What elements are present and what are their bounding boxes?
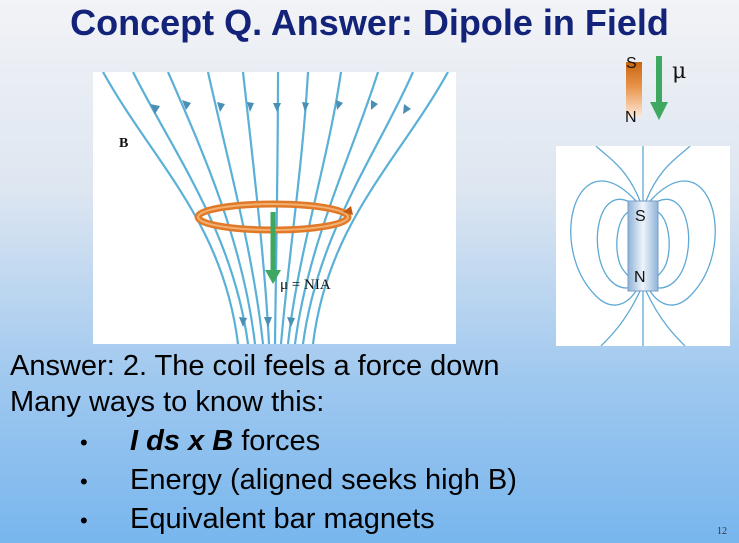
moment-formula-label: μ = NIA xyxy=(280,277,331,293)
field-line xyxy=(102,72,240,344)
legend-mu-symbol: μ xyxy=(672,59,686,84)
legend-bar-magnet xyxy=(626,62,642,117)
bullet-item: • Equivalent bar magnets xyxy=(80,500,517,539)
bullet-glyph: • xyxy=(80,507,88,533)
bullet-item: • Energy (aligned seeks high B) xyxy=(80,461,517,500)
bullet-item: • I ds x B forces xyxy=(80,422,517,461)
ways-line: Many ways to know this: xyxy=(10,386,325,418)
coil-field-figure: B μ = NIA xyxy=(93,72,456,344)
bar-magnet xyxy=(627,200,659,292)
page-number: 12 xyxy=(717,526,727,537)
bullet-glyph: • xyxy=(80,429,88,455)
field-label: B xyxy=(119,136,128,151)
current-direction-arrow xyxy=(343,206,353,215)
bullet-text: forces xyxy=(233,425,321,457)
bar-magnet-figure: S N xyxy=(556,146,730,346)
moment-legend: S N μ xyxy=(620,50,720,130)
field-line xyxy=(132,72,250,344)
bullet-glyph: • xyxy=(80,468,88,494)
bullet-text: Energy (aligned seeks high B) xyxy=(130,464,517,496)
field-line xyxy=(311,72,449,344)
bullet-emphasis: I ds x B xyxy=(130,425,234,457)
field-line xyxy=(293,72,380,344)
slide-title: Concept Q. Answer: Dipole in Field xyxy=(70,2,669,43)
field-line xyxy=(241,72,271,344)
legend-moment-arrow xyxy=(656,56,662,104)
bar-south-label: S xyxy=(635,208,646,225)
field-line xyxy=(301,72,415,344)
legend-south-label: S xyxy=(626,55,637,72)
answer-text: Answer: 2. The coil feels a force down M… xyxy=(10,348,500,420)
bullet-text: Equivalent bar magnets xyxy=(130,503,435,535)
bullet-list: • I ds x B forces • Energy (aligned seeks … xyxy=(80,422,517,539)
bar-north-label: N xyxy=(634,269,646,286)
field-line xyxy=(273,72,280,344)
legend-north-label: N xyxy=(625,109,637,126)
field-line xyxy=(166,72,257,344)
field-lines-diagram: B μ = NIA xyxy=(102,72,449,344)
answer-line: Answer: 2. The coil feels a force down xyxy=(10,350,500,382)
